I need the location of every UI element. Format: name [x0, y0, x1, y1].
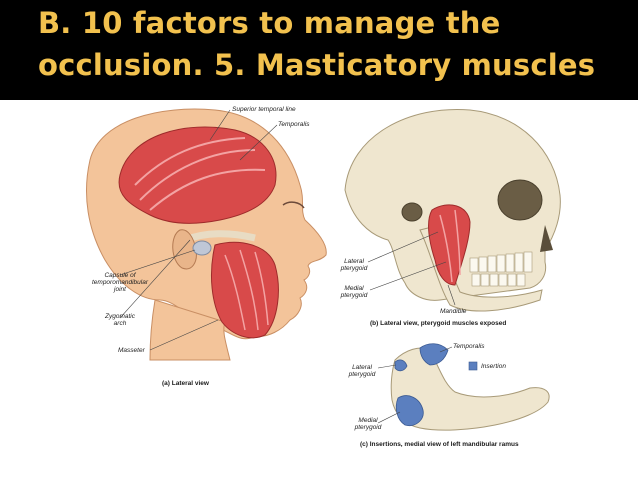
label-mandible: Mandible [440, 308, 467, 315]
caption-b: (b) Lateral view, pterygoid muscles expo… [370, 320, 507, 327]
label-superior-temporal-line: Superior temporal line [232, 106, 296, 113]
label-capsule: Capsule of temporomandibular joint [91, 272, 148, 293]
label-lateral-pterygoid-c: Lateral pterygoid [348, 364, 376, 378]
label-temporalis: Temporalis [278, 121, 310, 128]
caption-a: (a) Lateral view [162, 380, 209, 387]
title-bar: B. 10 factors to manage the occlusion. 5… [0, 0, 638, 100]
slide-title-line-1: B. 10 factors to manage the [38, 6, 501, 40]
label-insertion: Insertion [481, 363, 506, 370]
label-medial-pterygoid: Medial pterygoid [340, 285, 368, 299]
insertion-legend-swatch [468, 361, 478, 371]
caption-c: (c) Insertions, medial view of left mand… [360, 441, 519, 448]
skull-pterygoid-view [344, 108, 561, 312]
masseter-muscle [210, 241, 279, 339]
label-lateral-pterygoid: Lateral pterygoid [340, 258, 368, 272]
label-medial-pterygoid-c: Medial pterygoid [354, 417, 382, 431]
ear [172, 229, 197, 270]
slide-title-line-2: occlusion. 5. Masticatory muscles [38, 48, 596, 82]
label-zygomatic-arch: Zygomatic arch [105, 313, 135, 327]
mandible-medial-view [390, 343, 550, 431]
head-lateral-view [86, 108, 327, 361]
label-temporalis-insertion: Temporalis [453, 343, 485, 350]
label-masseter: Masseter [118, 347, 145, 354]
